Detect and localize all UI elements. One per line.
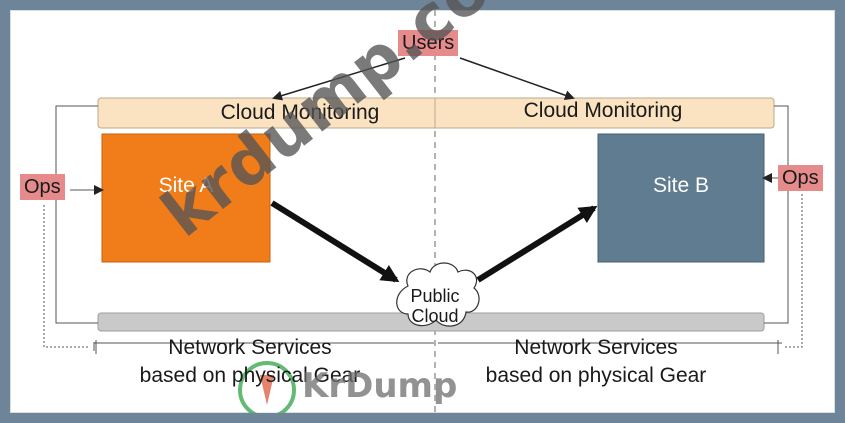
site-a-to-cloud-arrow [270, 200, 400, 283]
site-b-box [597, 133, 765, 263]
network-services-right-line1: Network Services [514, 336, 678, 359]
public-cloud-label-line2: Cloud [411, 306, 459, 326]
ops-right-bracket [764, 105, 789, 324]
network-services-right-line2: based on physical Gear [485, 364, 707, 387]
cloud-to-site-b-arrow [476, 205, 598, 283]
cloud-monitoring-right-label: Cloud Monitoring [523, 99, 683, 122]
diagram-canvas [43, 10, 803, 413]
network-services-left-line1: Network Services [168, 336, 332, 359]
diagram-frame: Users Cloud Monitoring Cloud Monitoring … [10, 0, 835, 413]
network-services-left-line2: based on physical Gear [139, 364, 361, 387]
ops-left-label: Ops [20, 174, 65, 200]
site-a-label: Site A [158, 174, 214, 197]
users-label: Users [398, 30, 459, 56]
ops-left-bracket [55, 105, 98, 324]
site-b-label: Site B [652, 174, 710, 197]
ops-right-label: Ops [778, 165, 823, 191]
public-cloud-shape [396, 262, 480, 327]
site-a-box [101, 133, 271, 263]
users-to-right-monitoring-arrow [459, 57, 575, 101]
public-cloud-label-line1: Public [410, 286, 460, 306]
cloud-monitoring-bar [97, 97, 775, 129]
cloud-monitoring-left-label: Cloud Monitoring [220, 101, 380, 124]
users-to-left-monitoring-arrow [272, 57, 406, 101]
